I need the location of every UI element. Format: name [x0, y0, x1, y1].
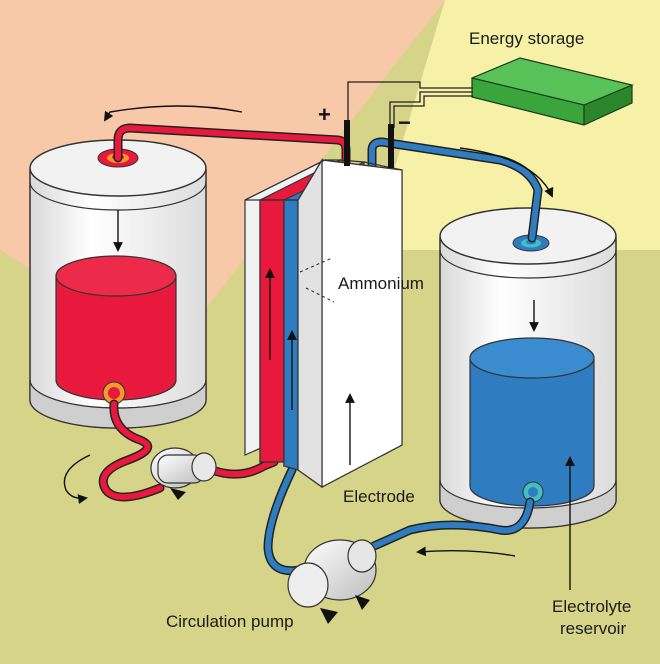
- cell-stack: [244, 157, 403, 489]
- right-reservoir-tank: [439, 207, 617, 529]
- flow-arrow-icon: [63, 105, 575, 590]
- electrolyte-label: Electrolyte: [552, 597, 632, 616]
- background-yellow: [370, 0, 660, 250]
- battery-box: [471, 57, 634, 126]
- red-pipes: [98, 123, 351, 502]
- reservoir-label: reservoir: [560, 619, 627, 638]
- blue-pipes: [263, 137, 543, 576]
- left-pump-icon: [150, 447, 217, 500]
- negative-sign: −: [398, 110, 411, 135]
- electrode-label: Electrode: [343, 487, 415, 506]
- positive-sign: +: [318, 102, 331, 127]
- ammonium-label: Ammonium: [338, 274, 424, 293]
- right-pump-icon: [287, 539, 377, 624]
- circulation-pump-label: Circulation pump: [166, 612, 294, 631]
- ammonium-callout: [299, 257, 335, 303]
- terminals: [344, 120, 394, 168]
- wires: [347, 81, 473, 128]
- left-reservoir-tank: [29, 139, 207, 429]
- energy-storage-label: Energy storage: [469, 29, 585, 48]
